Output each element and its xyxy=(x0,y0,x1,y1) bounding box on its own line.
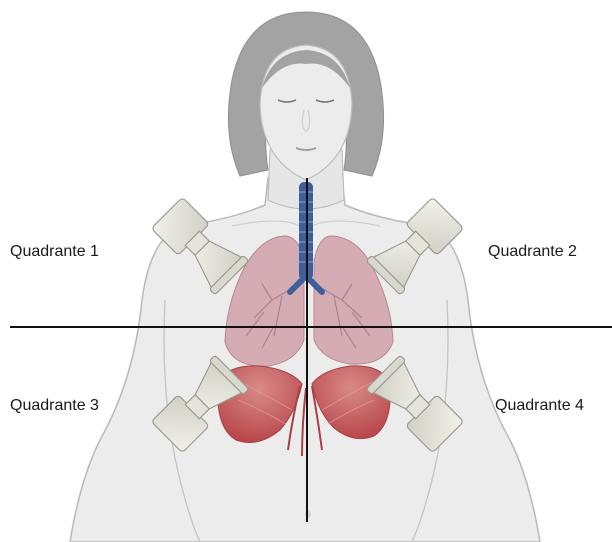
quadrant-3-label: Quadrante 3 xyxy=(10,397,99,415)
quadrant-2-label: Quadrante 2 xyxy=(488,243,577,261)
quadrant-1-label: Quadrante 1 xyxy=(10,243,99,261)
quadrant-4-label: Quadrante 4 xyxy=(495,397,584,415)
